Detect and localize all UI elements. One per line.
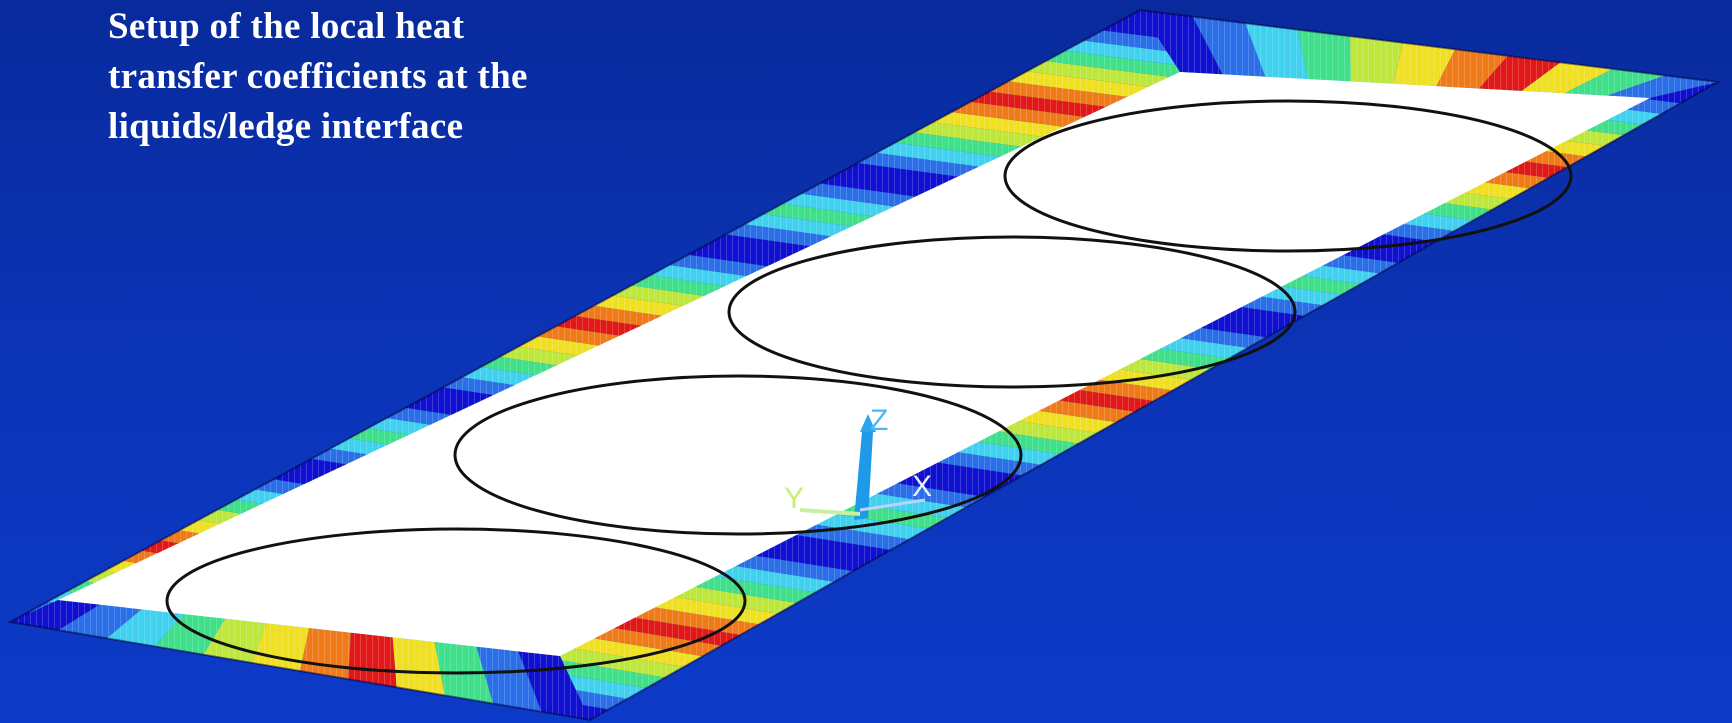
- title-line-3: liquids/ledge interface: [108, 106, 464, 147]
- z-axis-label: Z: [870, 404, 888, 437]
- anode-ellipse-4: [165, 527, 747, 675]
- anode-outlines: [165, 99, 1573, 675]
- z-axis-tip: [860, 414, 876, 432]
- interior-surface: [58, 72, 1650, 656]
- anode-ellipse-2: [727, 235, 1297, 389]
- coordinate-triad: Z X Y: [784, 404, 932, 520]
- y-axis-label: Y: [784, 482, 804, 515]
- y-axis-line: [799, 508, 861, 516]
- anode-ellipse-1: [1003, 99, 1573, 253]
- anode-ellipse-3: [453, 374, 1023, 536]
- x-axis-line: [859, 498, 926, 512]
- x-axis-label: X: [912, 470, 932, 503]
- z-axis-arrow: [854, 432, 873, 520]
- title-line-2: transfer coefficients at the: [108, 56, 528, 97]
- slide-title: Setup of the local heat transfer coeffic…: [108, 2, 728, 152]
- ring-outer-edge: [6, 8, 1722, 722]
- title-line-1: Setup of the local heat: [108, 6, 465, 47]
